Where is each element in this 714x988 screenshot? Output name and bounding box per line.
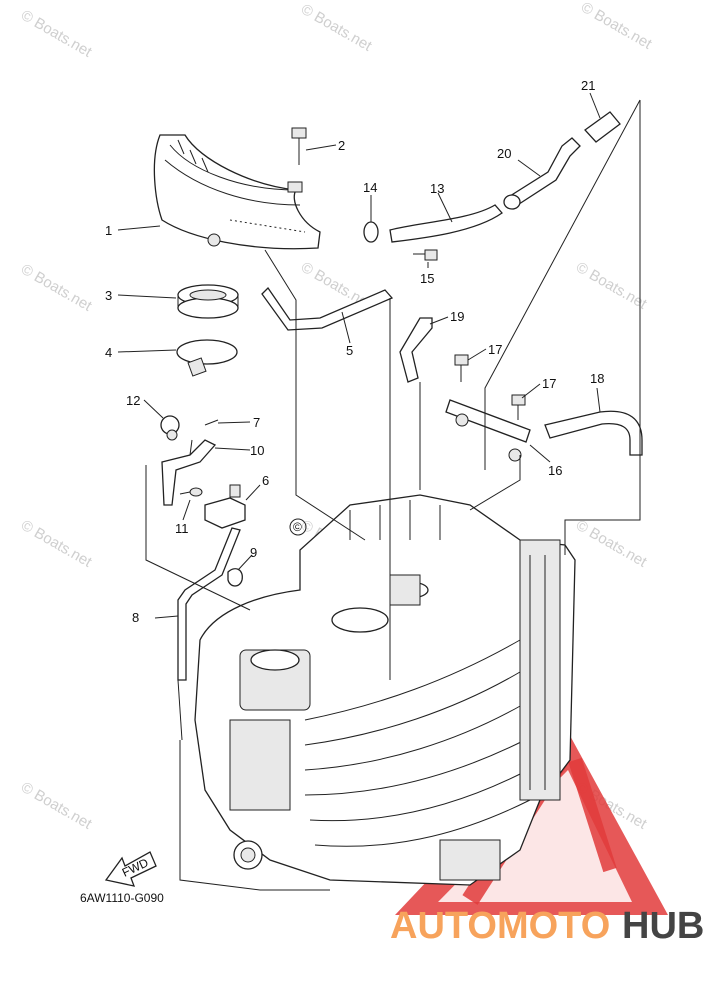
part-label: 3: [105, 288, 112, 303]
watermark: © Boats.net: [18, 261, 95, 315]
part-14-clamp: [363, 221, 379, 243]
leader-lines: [117, 92, 641, 891]
part-labels: 1 2 3 4 5 6 7 8 9 10 11 12 13 14 15 16 1…: [105, 78, 604, 625]
watermark: © Boats.net: [573, 517, 650, 571]
part-label: 11: [175, 521, 189, 536]
part-21-cap: [584, 111, 621, 143]
part-10-bracket: [161, 439, 217, 506]
brand-part-1: AUTOMOTO: [390, 905, 610, 947]
watermark: © Boats.net: [578, 0, 655, 53]
part-label: 14: [363, 180, 377, 195]
part-16-joint: [445, 399, 531, 462]
brand-part-2: HUB: [622, 905, 704, 947]
part-7-screw: [204, 419, 219, 426]
part-label: 6: [262, 473, 269, 488]
engine-block: [194, 494, 576, 886]
part-label: 2: [338, 138, 345, 153]
diagram-code: 6AW1110-G090: [80, 891, 164, 905]
watermark: © Boats.net: [18, 7, 95, 61]
part-label: 21: [581, 78, 595, 93]
part-13-hose: [389, 204, 503, 243]
part-11-screw: [179, 487, 203, 497]
part-label: 18: [590, 371, 604, 386]
part-label: 20: [497, 146, 511, 161]
part-19-hose: [399, 317, 433, 383]
part-1-silencer-cover: [153, 134, 321, 250]
part-17-bolt: [511, 394, 526, 420]
part-label: 15: [420, 271, 434, 286]
fwd-arrow-icon: FWD: [104, 851, 157, 887]
part-12-fitting: [160, 415, 180, 441]
part-label: 4: [105, 345, 112, 360]
watermark: © Boats.net: [573, 259, 650, 313]
part-label: 7: [253, 415, 260, 430]
part-label: 12: [126, 393, 140, 408]
part-18-hose: [544, 410, 643, 456]
part-9-clip: [227, 568, 243, 587]
part-6-sensor: [204, 484, 246, 529]
copyright-mark: ©: [289, 518, 307, 536]
part-15-screw: [413, 249, 438, 261]
watermark: © Boats.net: [18, 517, 95, 571]
part-label: 1: [105, 223, 112, 238]
part-label: 10: [250, 443, 264, 458]
part-3-grommet: [177, 284, 239, 319]
part-label: 17: [542, 376, 556, 391]
copyright-text: ©: [293, 520, 302, 534]
part-17-bolt: [454, 354, 469, 382]
part-label: 17: [488, 342, 502, 357]
part-label: 13: [430, 181, 444, 196]
part-4-clamp: [176, 339, 238, 377]
part-label: 16: [548, 463, 562, 478]
part-20-hose: [503, 137, 581, 210]
watermark: © Boats.net: [18, 779, 95, 833]
part-label: 19: [450, 309, 464, 324]
part-label: 9: [250, 545, 257, 560]
part-label: 5: [346, 343, 353, 358]
part-5-hose: [261, 286, 394, 331]
watermark: © Boats.net: [298, 1, 375, 55]
part-2-bolt: [291, 127, 307, 165]
part-label: 8: [132, 610, 139, 625]
brand-wordmark: AUTOMOTO HUB: [390, 905, 704, 947]
